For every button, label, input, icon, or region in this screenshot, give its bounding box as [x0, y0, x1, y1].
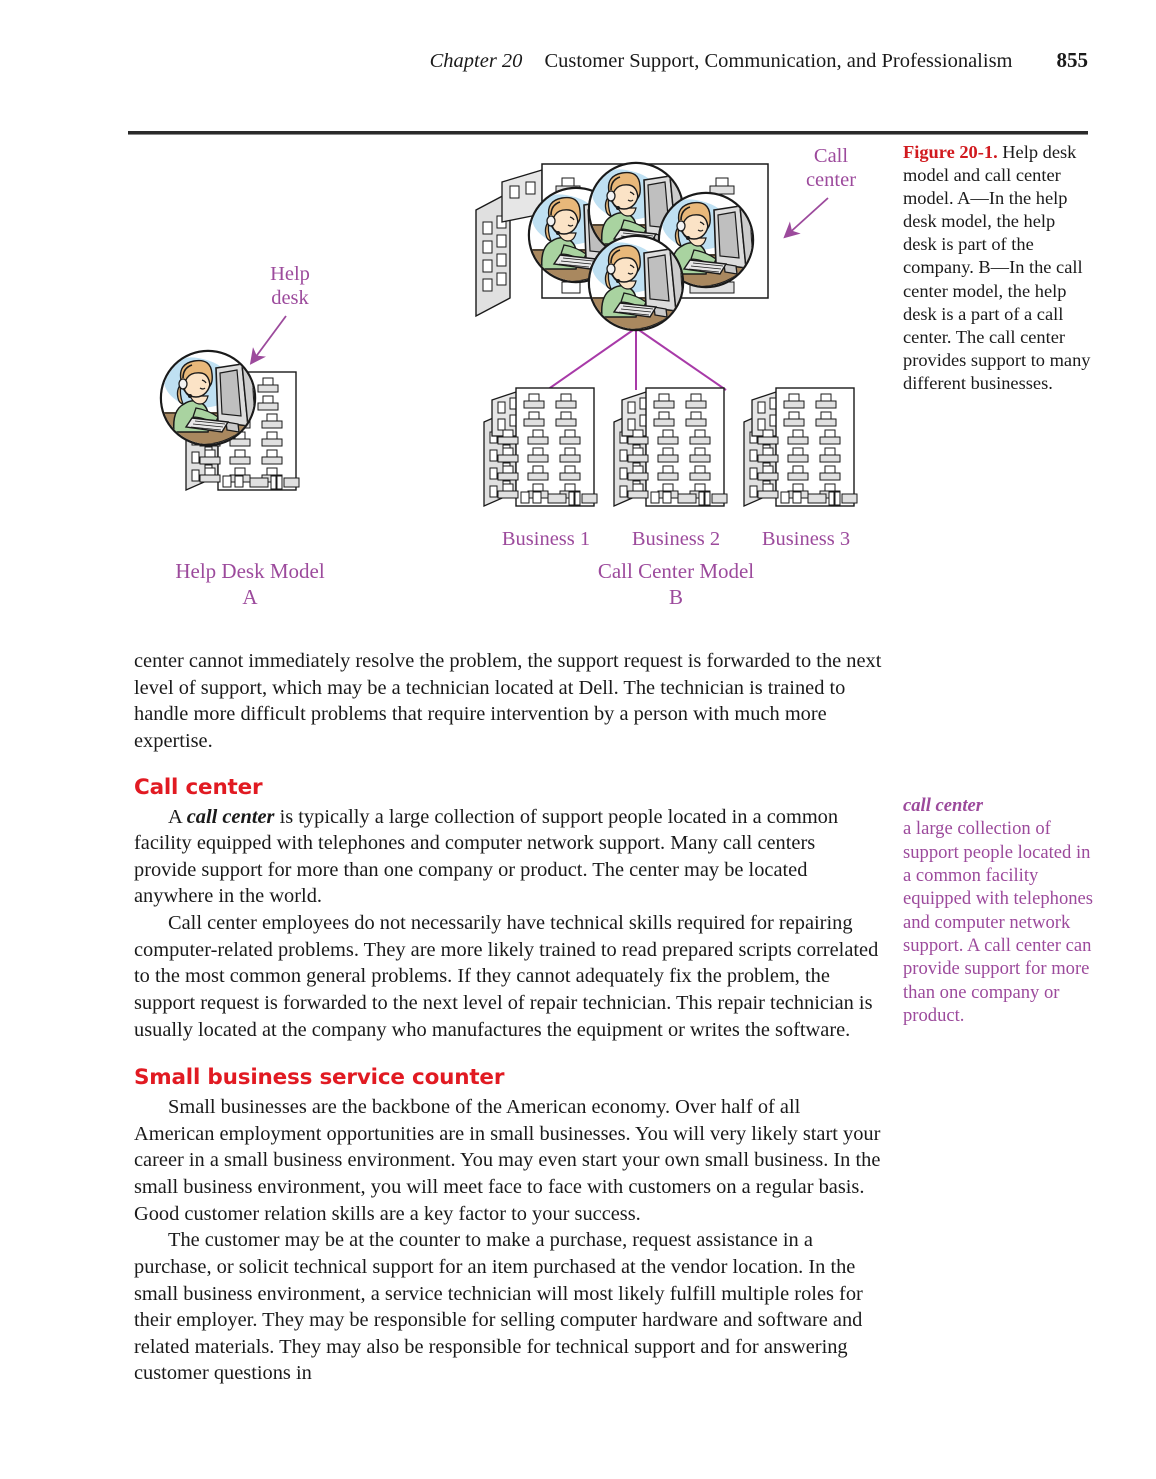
heading-call-center: Call center — [134, 774, 263, 800]
help-desk-model-group: Help desk Help Desk Model A — [161, 263, 325, 609]
paragraph-call-center-definition: A call center is typically a large colle… — [134, 804, 882, 911]
call-center-model-title: Call Center Model — [598, 559, 754, 583]
glossary-note: call center a large collection of suppor… — [903, 794, 1095, 1027]
figure-illustration: Business 1 Business 2 Business 3 Call Ce… — [128, 140, 886, 620]
glossary-term: call center — [903, 795, 984, 816]
running-head: Chapter 20 Customer Support, Communicati… — [128, 48, 1088, 73]
call-center-model-group: Business 1 Business 2 Business 3 Call Ce… — [475, 145, 858, 609]
figure-divider-rule — [128, 131, 1088, 135]
figure-caption-text: Help desk model and call center model. A… — [903, 142, 1091, 393]
para2-term: call center — [186, 805, 275, 828]
help-desk-operator-bubble — [161, 351, 255, 445]
para2-pre: A — [168, 805, 187, 828]
help-desk-callout-line2: desk — [271, 287, 309, 309]
help-desk-model-letter: A — [242, 585, 258, 609]
call-center-model-letter: B — [669, 585, 683, 609]
business-2-label: Business 2 — [632, 528, 720, 550]
call-center-callout-line1: Call — [814, 145, 848, 167]
business-1-label: Business 1 — [502, 528, 590, 550]
body-text-column: center cannot immediately resolve the pr… — [134, 648, 882, 1387]
para2-post: is typically a large collection of suppo… — [134, 805, 839, 908]
chapter-title: Customer Support, Communication, and Pro… — [544, 50, 1013, 72]
glossary-definition: a large collection of support people loc… — [903, 818, 1094, 1026]
paragraph-customer-counter: The customer may be at the counter to ma… — [134, 1229, 863, 1385]
business-building-2 — [613, 387, 728, 507]
connector-lines — [546, 327, 727, 391]
paragraph-small-business: Small businesses are the backbone of the… — [134, 1096, 881, 1225]
help-desk-callout-line1: Help — [270, 263, 310, 285]
operator-bubble-bottom — [589, 236, 683, 330]
business-building-3 — [743, 387, 858, 507]
heading-small-business-service-counter: Small business service counter — [134, 1065, 505, 1091]
paragraph-call-center-employees: Call center employees do not necessarily… — [134, 912, 879, 1041]
chapter-number: Chapter 20 — [429, 50, 523, 72]
call-center-callout-line2: center — [806, 169, 856, 191]
help-desk-model-title: Help Desk Model — [175, 559, 324, 583]
paragraph-continued: center cannot immediately resolve the pr… — [134, 650, 882, 752]
business-3-label: Business 3 — [762, 528, 850, 550]
figure-number: Figure 20-1. — [903, 142, 998, 162]
help-desk-callout-arrow — [249, 315, 287, 365]
figure-caption: Figure 20-1. Help desk model and call ce… — [903, 141, 1093, 395]
business-building-1 — [483, 387, 598, 507]
call-center-callout-arrow — [783, 197, 829, 239]
page-number: 855 — [1056, 48, 1089, 72]
